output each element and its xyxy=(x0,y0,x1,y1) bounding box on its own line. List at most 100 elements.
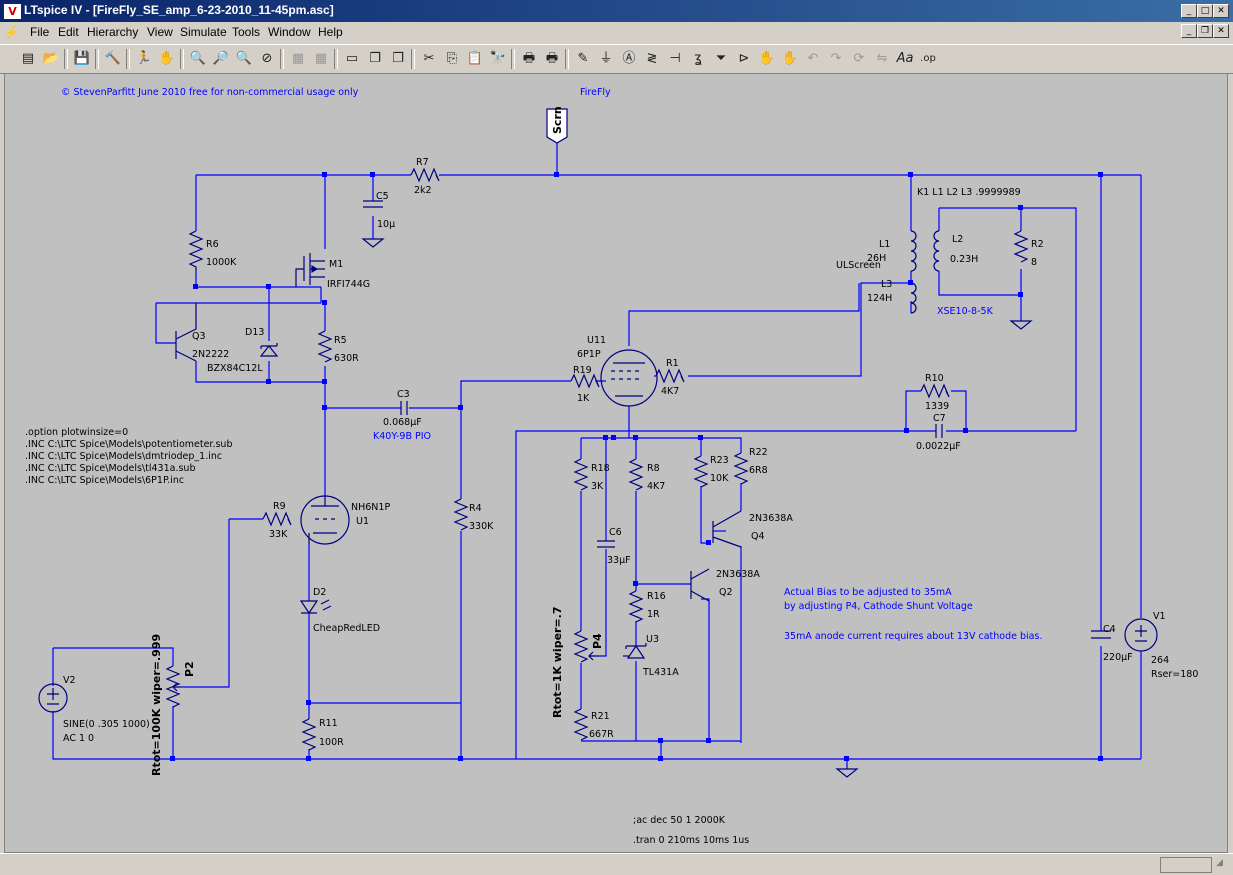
minimize-button[interactable]: _ xyxy=(1181,4,1197,18)
p4-symbol xyxy=(573,630,589,663)
pan-icon[interactable]: ✋ xyxy=(158,51,176,66)
toolbar-separator xyxy=(411,49,415,69)
r10-symbol xyxy=(920,383,950,399)
v2-value: SINE(0 .305 1000) xyxy=(63,719,150,730)
c6-value: 33µF xyxy=(607,555,631,566)
c3-value: 0.068µF xyxy=(383,417,422,428)
resize-grip-icon[interactable]: ◢ xyxy=(1216,858,1223,868)
d2-name: D2 xyxy=(313,587,326,598)
mdi-child-icon[interactable]: ⚡ xyxy=(4,25,19,39)
component-icon[interactable]: ⊳ xyxy=(738,51,750,66)
r5-symbol xyxy=(317,330,333,363)
u11-value: 6P1P xyxy=(577,349,601,360)
save-icon[interactable]: 💾 xyxy=(73,51,91,66)
p4-name: P4 xyxy=(591,633,604,649)
mirror-icon[interactable]: ⇋ xyxy=(876,51,888,66)
ltspice-app-icon[interactable]: V xyxy=(3,3,22,20)
wire-icon[interactable]: ✎ xyxy=(577,51,589,66)
q3-symbol xyxy=(175,303,197,362)
net-label-scrn: Scrn xyxy=(551,106,564,134)
tile-horizontal-icon[interactable]: ▦ xyxy=(291,51,305,66)
label-icon[interactable]: Ⓐ xyxy=(622,51,636,66)
menu-window[interactable]: Window xyxy=(268,25,311,39)
menu-tools[interactable]: Tools xyxy=(232,25,261,39)
new-schematic-icon[interactable]: ▤ xyxy=(21,51,35,66)
junction-dots xyxy=(170,172,1103,761)
inductor-icon[interactable]: ʓ xyxy=(694,51,702,66)
zoom-fit-icon[interactable]: ⊘ xyxy=(261,51,273,66)
cascade-icon[interactable]: ▭ xyxy=(345,51,359,66)
menu-simulate[interactable]: Simulate xyxy=(180,25,227,39)
d13-symbol xyxy=(259,343,279,357)
menu-hierarchy[interactable]: Hierarchy xyxy=(87,25,139,39)
menu-help[interactable]: Help xyxy=(318,25,343,39)
mdi-minimize-button[interactable]: _ xyxy=(1181,24,1197,38)
spice-directive-icon[interactable]: .op xyxy=(920,53,936,64)
control-panel-icon[interactable]: 🔨 xyxy=(104,51,122,66)
resistor-icon[interactable]: ≷ xyxy=(646,51,658,66)
r2-value: 8 xyxy=(1031,257,1037,268)
schematic-canvas[interactable]: © StevenParfitt June 2010 free for non-c… xyxy=(4,73,1228,853)
r21-name: R21 xyxy=(591,711,610,722)
redo-icon[interactable]: ↷ xyxy=(830,51,842,66)
v1-value: 264 xyxy=(1151,655,1169,666)
r2-name: R2 xyxy=(1031,239,1044,250)
menu-edit[interactable]: Edit xyxy=(58,25,79,39)
r7-symbol xyxy=(410,167,440,183)
ground-c5 xyxy=(361,238,385,248)
undo-icon[interactable]: ↶ xyxy=(807,51,819,66)
schematic-drawing[interactable]: © StevenParfitt June 2010 free for non-c… xyxy=(5,74,1227,852)
l3-value: 124H xyxy=(867,293,892,304)
directive-inc-tl431a: .INC C:\LTC Spice\Models\tl431a.sub xyxy=(25,463,195,474)
r8-value: 4K7 xyxy=(647,481,665,492)
zoom-in-icon[interactable]: 🔍 xyxy=(189,51,207,66)
ground-icon[interactable]: ⏚ xyxy=(599,51,613,66)
find-icon[interactable]: 🔭 xyxy=(489,51,507,66)
r9-symbol xyxy=(262,511,292,527)
print-preview-icon[interactable]: 🖶 xyxy=(545,51,559,66)
mdi-restore-button[interactable]: ❐ xyxy=(1197,24,1213,38)
window-list-icon[interactable]: ❐ xyxy=(392,51,404,66)
zoom-out-icon[interactable]: 🔍 xyxy=(235,51,253,66)
r18-value: 3K xyxy=(591,481,604,492)
capacitor-icon[interactable]: ⊣ xyxy=(669,51,681,66)
open-icon[interactable]: 📂 xyxy=(42,51,60,66)
menu-file[interactable]: File xyxy=(30,25,50,39)
paste-icon[interactable]: 📋 xyxy=(466,51,484,66)
c7-symbol xyxy=(935,424,943,438)
window-icon[interactable]: ❐ xyxy=(369,51,381,66)
run-simulation-icon[interactable]: 🏃 xyxy=(135,51,153,66)
r19-symbol xyxy=(570,373,600,389)
mdi-close-button[interactable]: ✕ xyxy=(1213,24,1229,38)
r7-name: R7 xyxy=(416,157,429,168)
rotate-icon[interactable]: ⟳ xyxy=(853,51,865,66)
text-icon[interactable]: Aa xyxy=(896,51,914,66)
print-icon[interactable]: 🖶 xyxy=(522,51,536,66)
l1-name: L1 xyxy=(879,239,890,250)
cut-icon[interactable]: ✂ xyxy=(423,51,435,66)
net-label-ulscreen: ULScreen xyxy=(836,260,881,271)
diode-icon[interactable]: ⏷ xyxy=(715,51,727,66)
u1-value: NH6N1P xyxy=(351,502,390,513)
r1-name: R1 xyxy=(666,358,679,369)
r9-value: 33K xyxy=(269,529,288,540)
ac-directive: ;ac dec 50 1 2000K xyxy=(633,815,726,826)
menu-view[interactable]: View xyxy=(147,25,173,39)
zoom-area-icon[interactable]: 🔎 xyxy=(212,51,230,66)
l1-symbol xyxy=(910,230,917,272)
r6-symbol xyxy=(188,230,204,271)
drag-icon[interactable]: ✋ xyxy=(781,51,799,66)
c3-symbol xyxy=(400,401,408,415)
r19-name: R19 xyxy=(573,365,592,376)
menu-bar: ⚡ File Edit Hierarchy View Simulate Tool… xyxy=(0,22,1233,42)
p4-value: Rtot=1K wiper=.7 xyxy=(551,606,564,718)
u11-name: U11 xyxy=(587,335,606,346)
copy-icon[interactable]: ⎘ xyxy=(446,51,458,66)
close-button[interactable]: ✕ xyxy=(1213,4,1229,18)
r4-symbol xyxy=(453,498,469,531)
tile-vertical-icon[interactable]: ▦ xyxy=(314,51,328,66)
directive-inc-dmtriode: .INC C:\LTC Spice\Models\dmtriodep_1.inc xyxy=(25,451,222,462)
move-icon[interactable]: ✋ xyxy=(758,51,776,66)
c5-symbol xyxy=(363,200,383,208)
maximize-button[interactable]: □ xyxy=(1197,4,1213,18)
